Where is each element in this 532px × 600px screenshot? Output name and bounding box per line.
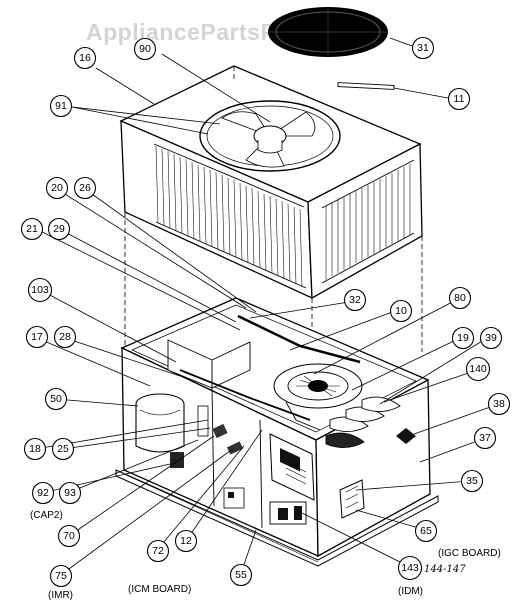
svg-text:17: 17 [31, 331, 43, 343]
svg-text:90: 90 [139, 43, 151, 55]
callout-29: 29 [47, 217, 71, 241]
callout-103: 103 [27, 277, 53, 303]
inducer-motor [396, 428, 416, 444]
svg-text:75: 75 [55, 570, 67, 582]
callout-72: 72 [146, 539, 170, 563]
callout-32: 32 [343, 288, 367, 312]
caption-idm: (IDM) [398, 586, 423, 597]
svg-text:91: 91 [55, 100, 67, 112]
svg-text:50: 50 [50, 393, 62, 405]
callout-20: 20 [45, 176, 69, 200]
leader-lines [34, 37, 497, 575]
svg-text:21: 21 [26, 223, 38, 235]
svg-text:29: 29 [53, 223, 65, 235]
fan-grille-part [268, 7, 388, 57]
rod-part [337, 82, 395, 90]
heat-exchanger [325, 396, 401, 448]
svg-text:20: 20 [51, 182, 63, 194]
svg-text:143: 143 [401, 562, 419, 574]
svg-text:35: 35 [466, 475, 478, 487]
callout-21: 21 [20, 217, 44, 241]
callout-26: 26 [73, 176, 97, 200]
svg-text:12: 12 [180, 535, 192, 547]
svg-text:19: 19 [457, 332, 469, 344]
callout-17: 17 [25, 325, 49, 349]
handwritten-note: 144-147 [424, 564, 466, 575]
callout-38: 38 [487, 392, 511, 416]
svg-text:37: 37 [479, 432, 491, 444]
callout-70: 70 [57, 524, 81, 548]
gas-valve [269, 501, 307, 525]
callout-92: 92 [31, 481, 55, 505]
caption-igc-board: (IGC BOARD) [438, 548, 501, 559]
callout-80: 80 [448, 286, 472, 310]
callout-10: 10 [389, 299, 413, 323]
callout-16: 16 [73, 46, 97, 70]
svg-text:32: 32 [349, 294, 361, 306]
callout-143: 143 [397, 555, 423, 581]
callout-65: 65 [414, 519, 438, 543]
blower-wheel [273, 363, 363, 431]
bottom-base-unit [115, 297, 439, 567]
callout-12: 12 [174, 529, 198, 553]
callout-18: 18 [23, 437, 47, 461]
callout-35: 35 [460, 469, 484, 493]
svg-text:18: 18 [29, 443, 41, 455]
svg-text:11: 11 [454, 93, 465, 105]
svg-text:65: 65 [420, 525, 432, 537]
callout-75: 75 [49, 564, 73, 588]
callout-19: 19 [451, 326, 475, 350]
callout-39: 39 [479, 326, 503, 350]
callout-140: 140 [465, 356, 491, 382]
callout-25: 25 [51, 437, 75, 461]
svg-text:10: 10 [395, 305, 407, 317]
svg-text:55: 55 [235, 569, 247, 581]
caption-imr: (IMR) [48, 590, 73, 600]
svg-text:31: 31 [417, 42, 429, 54]
control-box [269, 433, 315, 501]
svg-text:25: 25 [57, 443, 69, 455]
svg-text:28: 28 [59, 331, 71, 343]
svg-text:93: 93 [64, 487, 76, 499]
caption-icm-board: (ICM BOARD) [128, 584, 191, 595]
svg-text:140: 140 [469, 363, 487, 375]
caption-cap2: (CAP2) [30, 510, 63, 521]
callout-91: 91 [49, 94, 73, 118]
callout-90: 90 [133, 37, 157, 61]
callout-93: 93 [58, 481, 82, 505]
callout-37: 37 [473, 426, 497, 450]
svg-text:92: 92 [37, 487, 49, 499]
svg-text:72: 72 [152, 545, 164, 557]
top-condenser-unit [119, 65, 423, 300]
callout-31: 31 [411, 36, 435, 60]
callout-28: 28 [53, 325, 77, 349]
svg-text:38: 38 [493, 398, 505, 410]
callout-11: 11 [447, 87, 471, 111]
svg-text:80: 80 [454, 292, 466, 304]
svg-text:103: 103 [31, 284, 49, 296]
callout-55: 55 [229, 563, 253, 587]
svg-text:16: 16 [79, 52, 91, 64]
svg-text:70: 70 [63, 530, 75, 542]
svg-text:39: 39 [485, 332, 497, 344]
callout-50: 50 [44, 387, 68, 411]
svg-text:26: 26 [79, 182, 91, 194]
